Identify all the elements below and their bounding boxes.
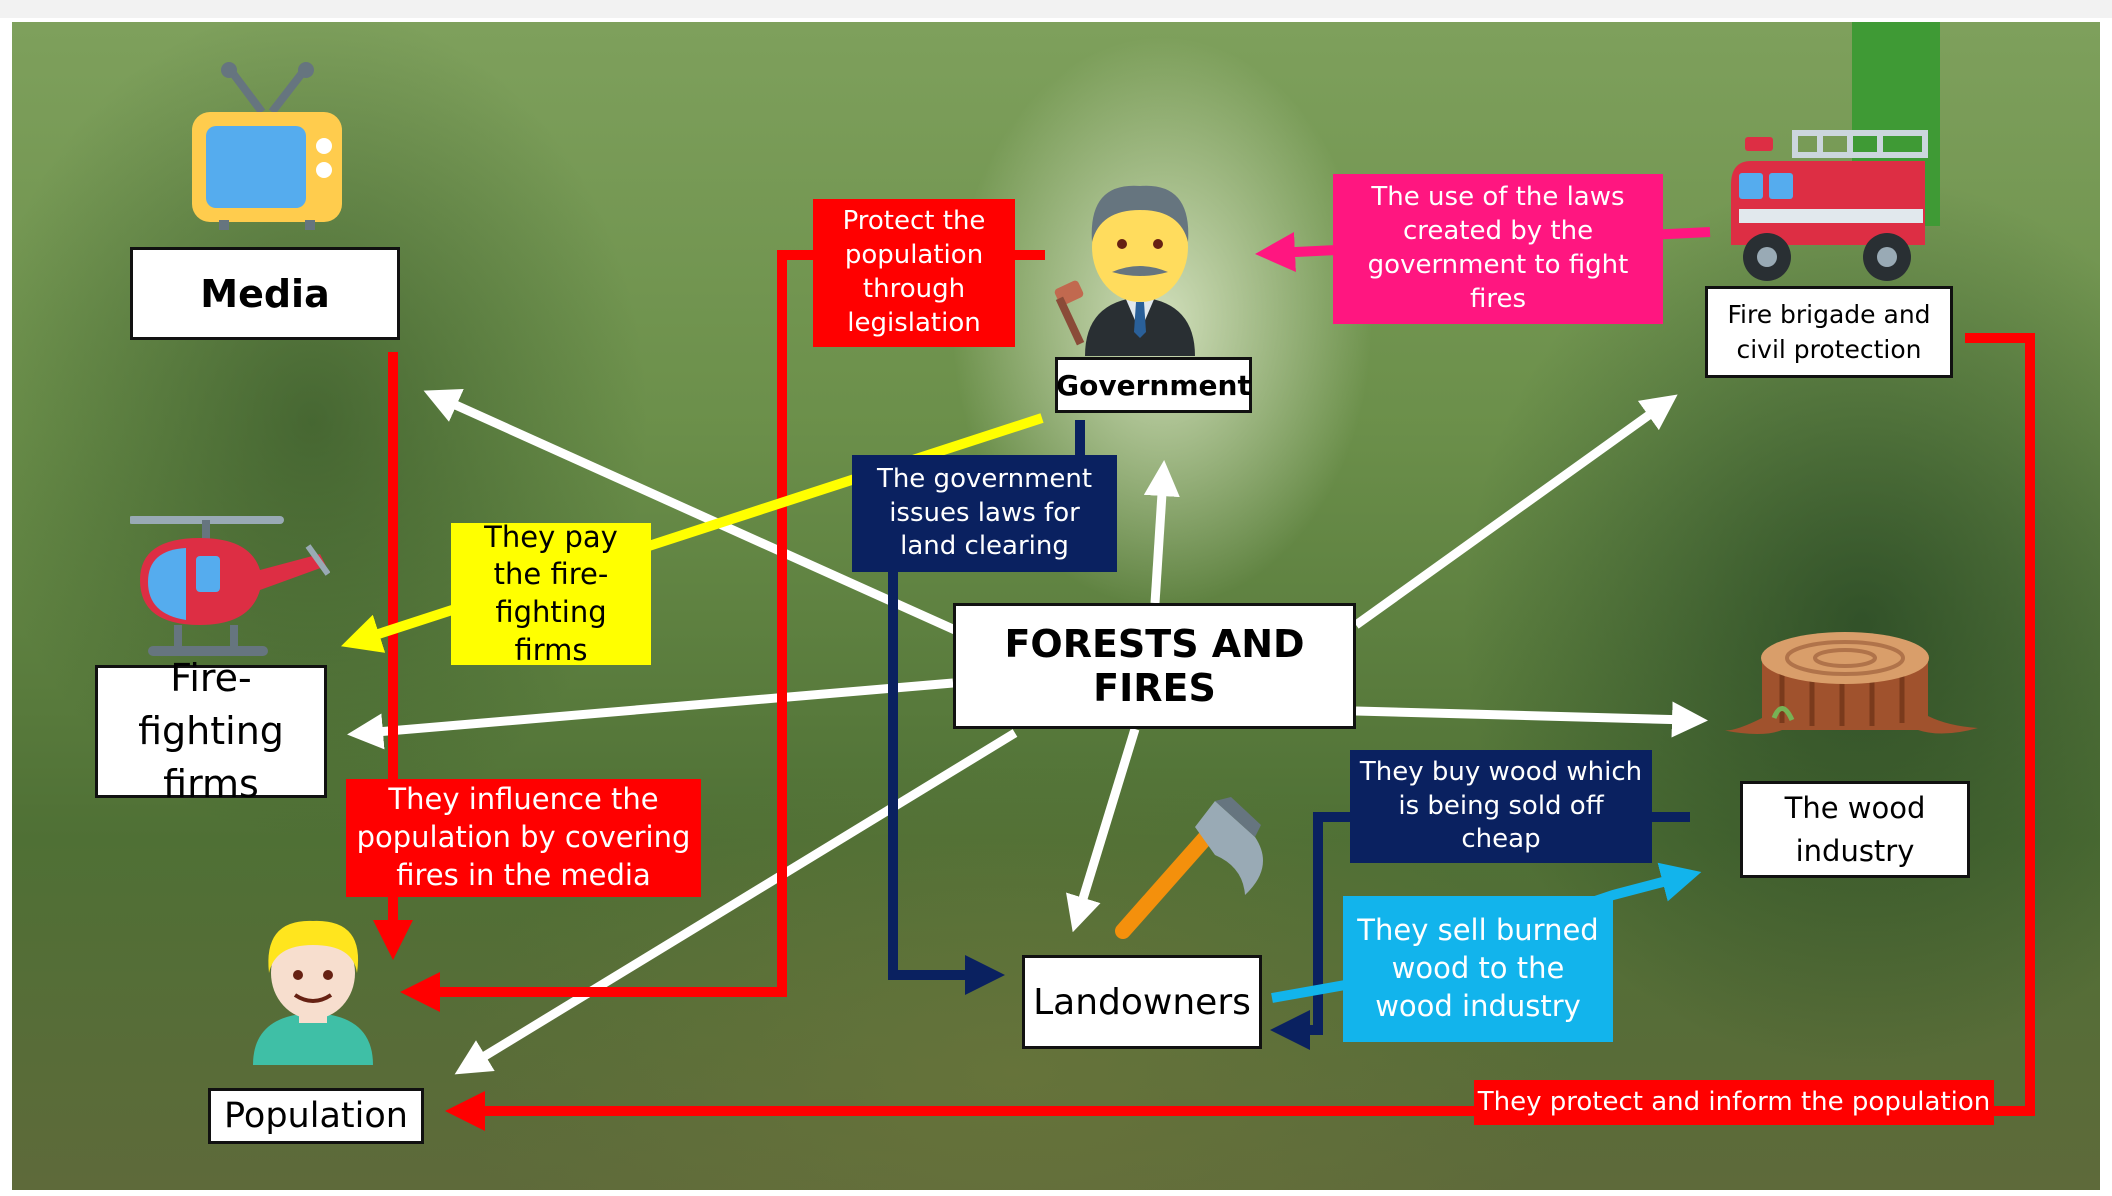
node-forests-and-fires: FORESTS AND FIRES [953,603,1356,729]
arrow-fire-brigade-to-population [445,333,2035,1131]
node-firefighting-firms: Fire-fighting firms [95,656,327,806]
node-fire-brigade: Fire brigade and civil protection [1705,286,1953,378]
arrow-center-to-landowners [1066,727,1140,933]
label-protect-and-inform: They protect and inform the population [1474,1080,1994,1125]
label-protect-population-legislation: Protect the population through legislati… [813,199,1015,347]
tv-icon [192,62,342,230]
helicopter-icon [130,516,330,656]
label-media-influence: They influence the population by coverin… [346,779,701,897]
node-wood-industry: The wood industry [1740,781,1970,878]
judge-icon [1054,185,1195,356]
label-pay-firefighting-firms: They pay the fire-fighting firms [451,520,651,667]
label-sell-burned-wood: They sell burned wood to the wood indust… [1343,896,1613,1042]
arrow-center-to-fire-brigade [1353,394,1678,629]
top-frame-strip [0,0,2112,18]
node-media: Media [130,247,400,340]
arrow-center-to-wood-industry [1355,701,1708,738]
label-buy-wood-cheap: They buy wood which is being sold off ch… [1350,750,1652,863]
label-use-of-laws: The use of the laws created by the gover… [1333,174,1663,324]
person-icon [253,920,373,1065]
arrow-center-to-population [454,729,1018,1075]
axe-icon [1115,797,1263,939]
node-government: Government [1055,357,1252,413]
fire-truck-icon [1731,130,1928,281]
arrow-center-to-government [1143,460,1180,604]
tree-stump-icon [1722,632,1978,734]
arrow-center-to-firms [347,678,954,750]
node-population: Population [208,1088,424,1144]
arrow-center-to-media [423,388,957,635]
label-government-issues-laws: The government issues laws for land clea… [852,455,1117,572]
node-landowners: Landowners [1022,955,1262,1049]
